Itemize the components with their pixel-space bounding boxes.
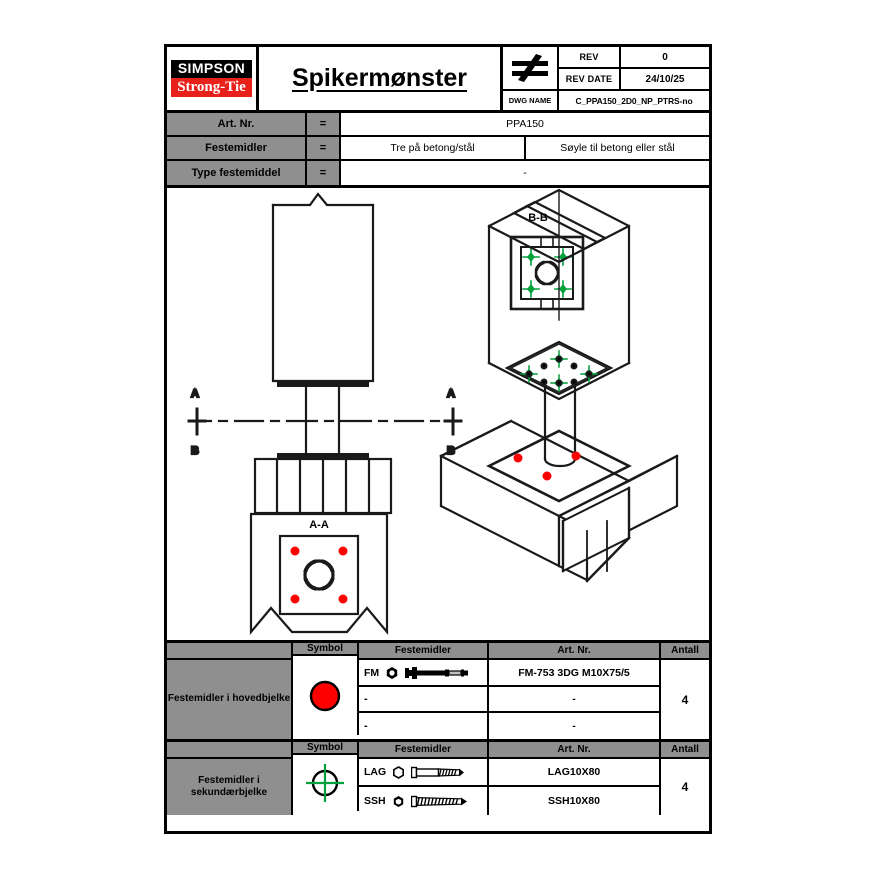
hex-nut-icon (386, 666, 398, 679)
rev-value: 0 (662, 51, 668, 63)
spec-row-type-festemiddel: Type festemiddel = - (167, 161, 709, 185)
table1-desc-header-spacer (167, 643, 293, 660)
table2-art-0: LAG10X80 (489, 759, 659, 787)
rev-date-label: REV DATE (559, 69, 621, 89)
view-front-elevation (253, 192, 393, 515)
table1-symbol-header: Symbol (293, 643, 359, 656)
view-section-aa (249, 512, 389, 636)
fastener-marker-secondary-iso (520, 350, 598, 392)
drawing-area: A A B B (167, 188, 709, 643)
technical-drawing: A A B B (187, 188, 679, 636)
rev-date-value: 24/10/25 (645, 73, 685, 85)
fastener-dot-primary (513, 453, 523, 463)
fastener-dot-primary (290, 546, 300, 556)
table2-fastener-row-1: SSH (359, 787, 487, 815)
fastener-table-main-beam: Festemidler i hovedbjelke Symbol Festemi… (167, 643, 709, 742)
section-label-b-left: B (191, 445, 199, 457)
view-label-bb: B-B (528, 212, 548, 224)
hex-head-structural-screw-icon (410, 795, 467, 807)
table2-art-1: SSH10X80 (548, 795, 600, 807)
view-label-aa: A-A (309, 519, 329, 531)
table1-qty-value: 4 (681, 692, 689, 707)
drawing-sheet: SIMPSON Strong-Tie Spikermønster REV (164, 44, 712, 834)
fastener-table-secondary-beam: Festemidler i sekundærbjelke Symbol Fest… (167, 742, 709, 815)
dwg-name-value: C_PPA150_2D0_NP_PTRS-no (575, 95, 693, 106)
table1-fastener-header: Festemidler (359, 643, 489, 660)
fastener-dot-primary (290, 594, 300, 604)
table1-art-0: FM-753 3DG M10X75/5 (489, 660, 659, 687)
section-label-a-left: A (191, 388, 199, 400)
table1-fastener-row-2: - (359, 713, 487, 739)
red-filled-circle-icon (309, 680, 341, 711)
not-equal-icon (503, 47, 559, 91)
spec-key-festemidler: Festemidler (167, 137, 307, 159)
view-isometric (439, 188, 679, 583)
view-section-bb (509, 235, 585, 311)
table1-fastener-code-2: - (364, 720, 368, 732)
spec-row-art-nr: Art. Nr. = PPA150 (167, 113, 709, 137)
spec-row-festemidler: Festemidler = Tre på betong/stål Søyle t… (167, 137, 709, 161)
table2-desc: Festemidler i sekundærbjelke (167, 759, 293, 815)
fastener-dot-primary (571, 451, 581, 461)
table2-symbol-cell (293, 755, 359, 811)
section-cut-line (187, 407, 463, 436)
table1-fastener-row-0: FM (359, 660, 487, 687)
spec-equals-0: = (307, 113, 341, 135)
logo-simpson-text: SIMPSON (171, 60, 252, 78)
table1-art-header: Art. Nr. (489, 643, 661, 660)
table2-fastener-code-0: LAG (364, 766, 387, 778)
table1-desc: Festemidler i hovedbjelke (167, 660, 293, 739)
sheet-title-text: Spikermønster (291, 64, 468, 92)
table2-desc-header-spacer (167, 742, 293, 759)
spec-key-type-festemiddel: Type festemiddel (167, 161, 307, 185)
rev-label: REV (559, 47, 621, 67)
table2-art-header: Art. Nr. (489, 742, 661, 759)
spec-equals-2: = (307, 161, 341, 185)
dwg-name-label: DWG NAME (503, 91, 559, 110)
spec-value-festemidler-a: Tre på betong/stål (341, 137, 526, 159)
fastener-dot-primary (542, 471, 552, 481)
green-crosshair-circle-icon (306, 764, 344, 802)
spec-equals-1: = (307, 137, 341, 159)
spec-key-art-nr: Art. Nr. (167, 113, 307, 135)
revision-block: REV 0 REV DATE 24/10/25 DWG NAME C_PPA15… (503, 47, 709, 110)
title-block: SIMPSON Strong-Tie Spikermønster REV (167, 47, 709, 113)
table1-fastener-code-0: FM (364, 666, 380, 679)
table1-art-2: - (572, 720, 576, 732)
table1-symbol-cell (293, 656, 359, 735)
sheet-title: Spikermønster (259, 47, 503, 110)
simpson-strong-tie-logo: SIMPSON Strong-Tie (167, 47, 259, 110)
fastener-dot-primary (338, 594, 348, 604)
table2-fastener-header: Festemidler (359, 742, 489, 759)
hex-bolt-icon (405, 666, 469, 679)
logo-strongtie-text: Strong-Tie (171, 77, 252, 97)
table1-fastener-row-1: - (359, 687, 487, 713)
table1-art-1: - (489, 687, 659, 713)
table2-qty-header: Antall (661, 742, 709, 759)
section-label-a-right: A (447, 388, 455, 400)
fastener-dot-primary (338, 546, 348, 556)
spec-value-festemidler-b: Søyle til betong eller stål (526, 137, 709, 159)
not-equal-glyph (512, 54, 548, 82)
spec-table: Art. Nr. = PPA150 Festemidler = Tre på b… (167, 113, 709, 188)
hex-head-lag-screw-icon (411, 766, 465, 778)
table1-fastener-code-1: - (364, 693, 368, 705)
table2-fastener-row-0: LAG (359, 759, 487, 787)
table2-qty-value: 4 (681, 780, 689, 794)
spec-value-type-festemiddel: - (341, 161, 709, 185)
table1-qty-header: Antall (661, 643, 709, 660)
table2-symbol-header: Symbol (293, 742, 359, 755)
hex-outline-icon (393, 765, 405, 779)
table2-fastener-code-1: SSH (364, 795, 386, 807)
hex-socket-icon (393, 795, 403, 807)
spec-value-art-nr: PPA150 (341, 113, 709, 135)
